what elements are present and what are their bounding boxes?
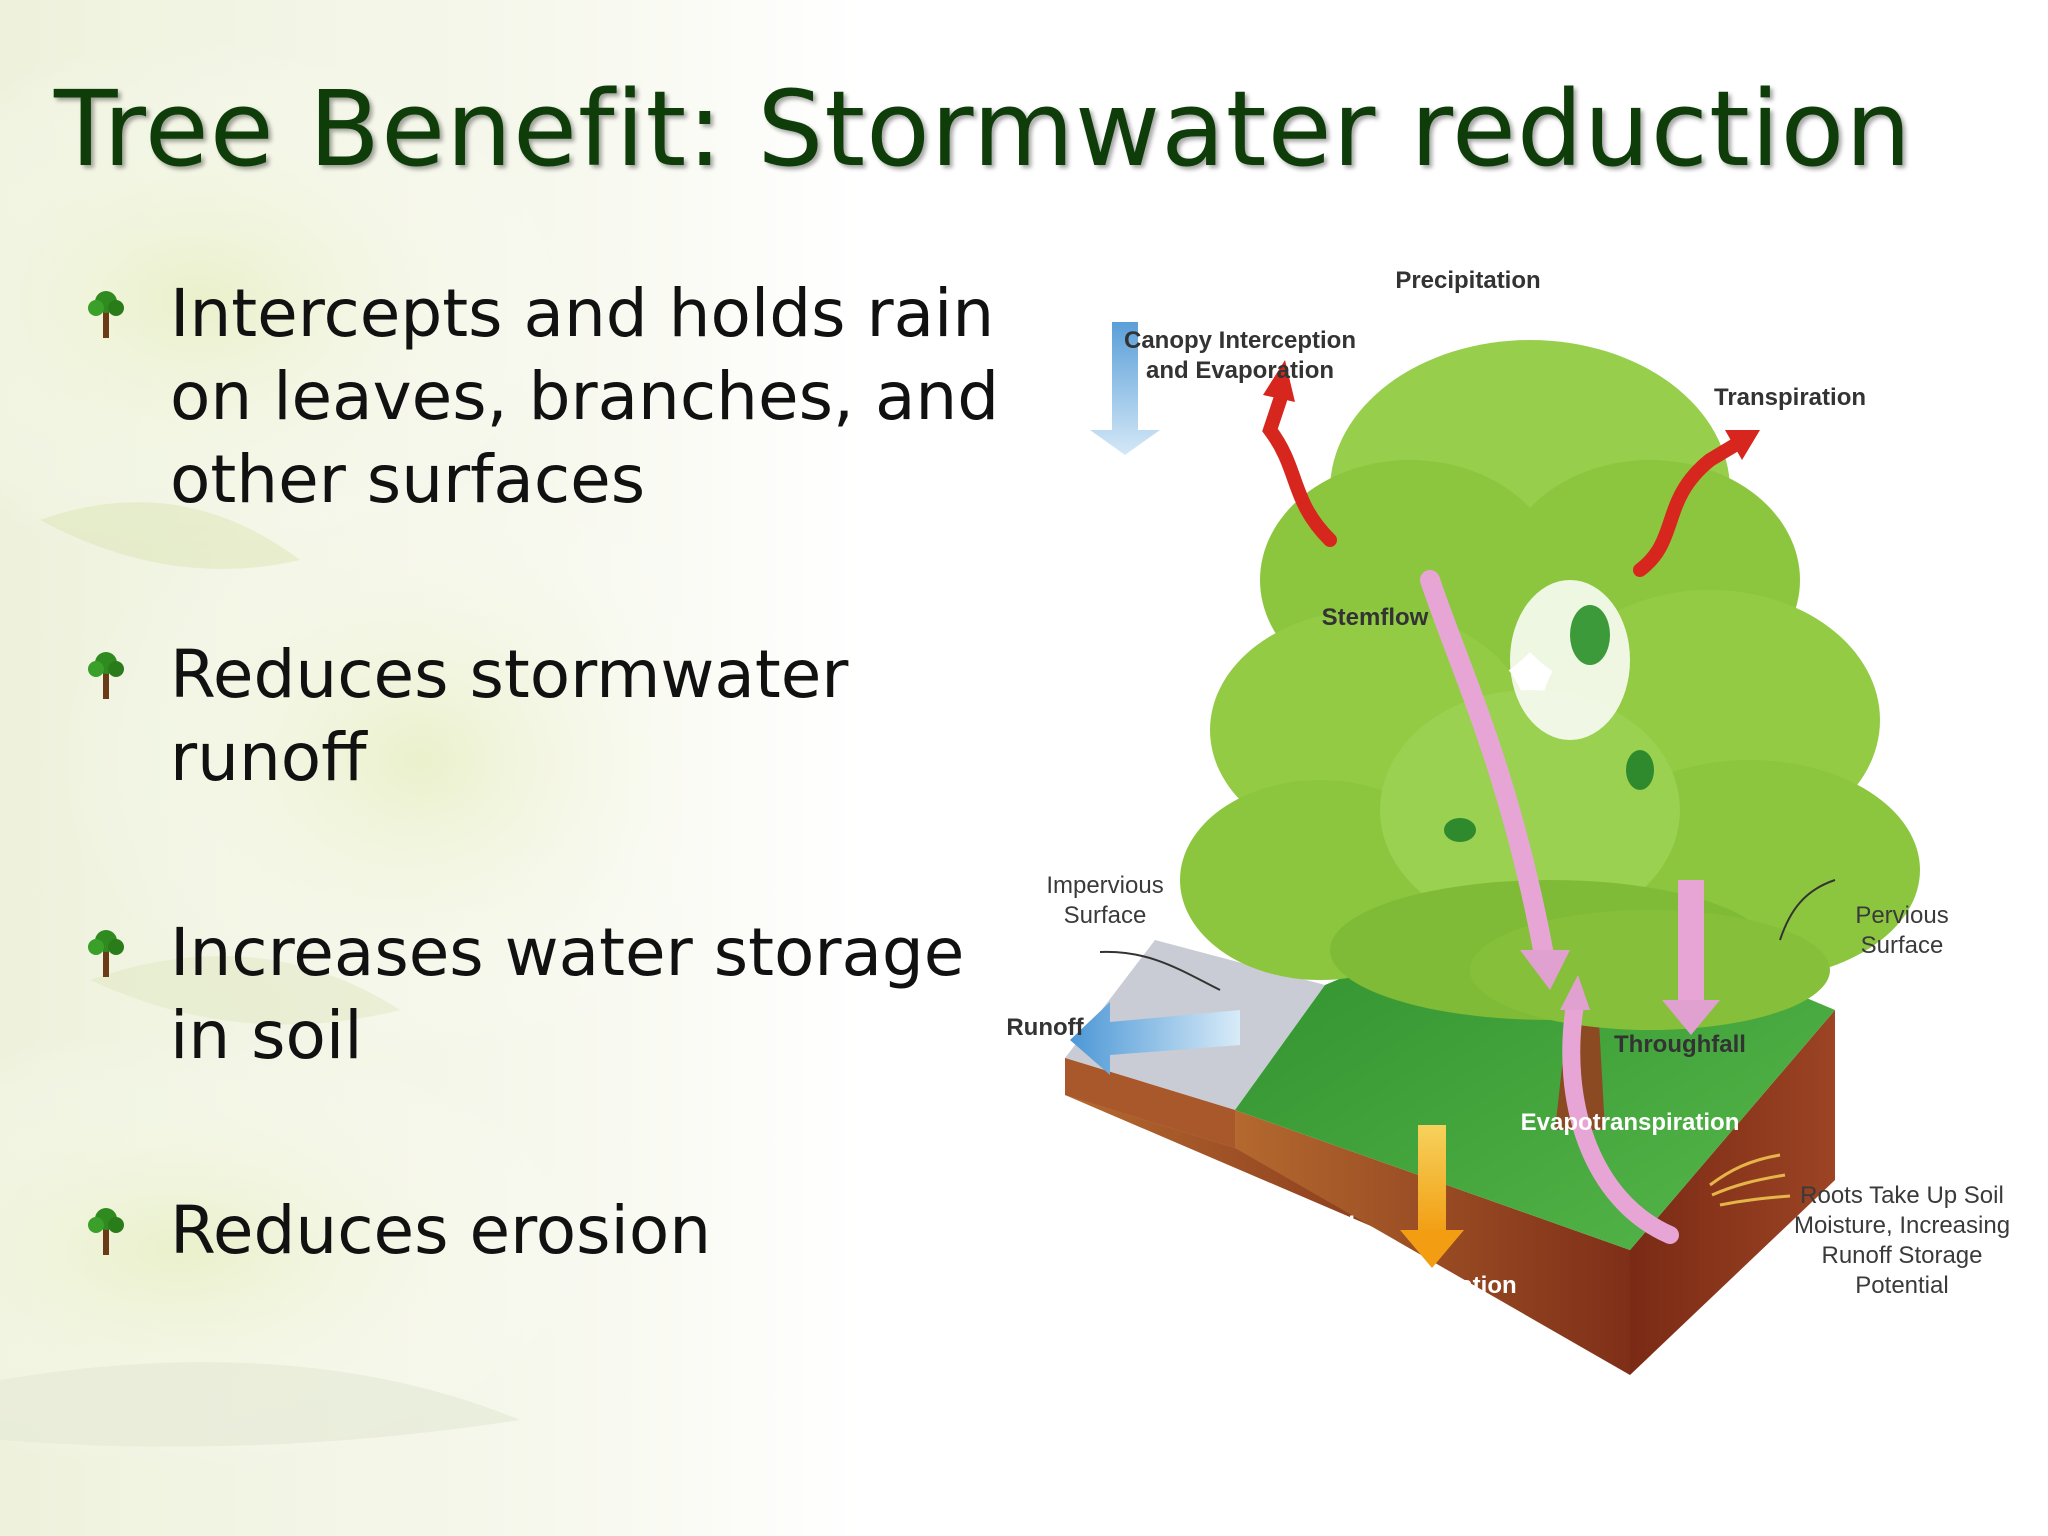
label-runoff: Runoff: [1006, 1014, 1084, 1041]
bullet-item: Reduces stormwater runoff: [86, 633, 1006, 799]
label-roots-line1: Roots Take Up Soil: [1800, 1182, 2004, 1209]
label-evapotranspiration: Evapotranspiration: [1521, 1109, 1740, 1136]
throughfall-arrow: [1662, 880, 1720, 1035]
roots-icon: [1709, 1153, 1791, 1207]
bullet-text: Increases water storage in soil: [170, 914, 965, 1074]
leader-lines: [1099, 879, 1836, 991]
label-canopy-line1: Canopy Interception: [1124, 327, 1356, 354]
slide-title: Tree Benefit: Stormwater reduction: [54, 68, 1913, 190]
label-precipitation: Precipitation: [1395, 267, 1540, 294]
label-pervious-line1: Pervious: [1855, 902, 1948, 929]
tree-icon: [88, 291, 124, 338]
bullet-item: Intercepts and holds rain on leaves, bra…: [86, 272, 1006, 521]
bullet-text: Reduces erosion: [170, 1192, 712, 1269]
stormwater-diagram: Precipitation Canopy Interception and Ev…: [1006, 267, 2010, 1375]
label-roots-line2: Moisture, Increasing: [1794, 1212, 2010, 1239]
label-impervious-line2: Surface: [1064, 902, 1147, 929]
stemflow-arrow: [1420, 570, 1570, 990]
label-roots-line4: Potential: [1855, 1272, 1948, 1299]
bullet-list: Intercepts and holds rain on leaves, bra…: [86, 272, 1006, 1272]
tree-canopy: [1180, 340, 1920, 1030]
label-soil: Soil: [1311, 1212, 1355, 1239]
label-transpiration: Transpiration: [1714, 384, 1866, 411]
label-roots-line3: Runoff Storage: [1821, 1242, 1982, 1269]
evapotranspiration-arrow: [1560, 975, 1679, 1244]
transpiration-arrow: [1633, 430, 1760, 577]
tree-icon: [88, 930, 124, 977]
label-infiltration: Infiltration: [1399, 1272, 1516, 1299]
label-stemflow: Stemflow: [1322, 604, 1429, 631]
label-impervious-line1: Impervious: [1046, 872, 1163, 899]
label-throughfall: Throughfall: [1614, 1031, 1746, 1058]
label-canopy-line2: and Evaporation: [1146, 357, 1334, 384]
canopy-evaporation-arrow: [1262, 360, 1337, 547]
bullet-item: Reduces erosion: [86, 1189, 1006, 1272]
bullet-text: Reduces stormwater runoff: [170, 636, 849, 796]
tree-icon: [88, 1208, 124, 1255]
runoff-arrow: [1070, 1002, 1240, 1075]
label-pervious-line2: Surface: [1861, 932, 1944, 959]
tree-icon: [88, 652, 124, 699]
precipitation-arrow: [1090, 322, 1160, 455]
infiltration-arrow: [1400, 1125, 1464, 1268]
bullet-text: Intercepts and holds rain on leaves, bra…: [170, 275, 1000, 518]
bullet-item: Increases water storage in soil: [86, 911, 1006, 1077]
